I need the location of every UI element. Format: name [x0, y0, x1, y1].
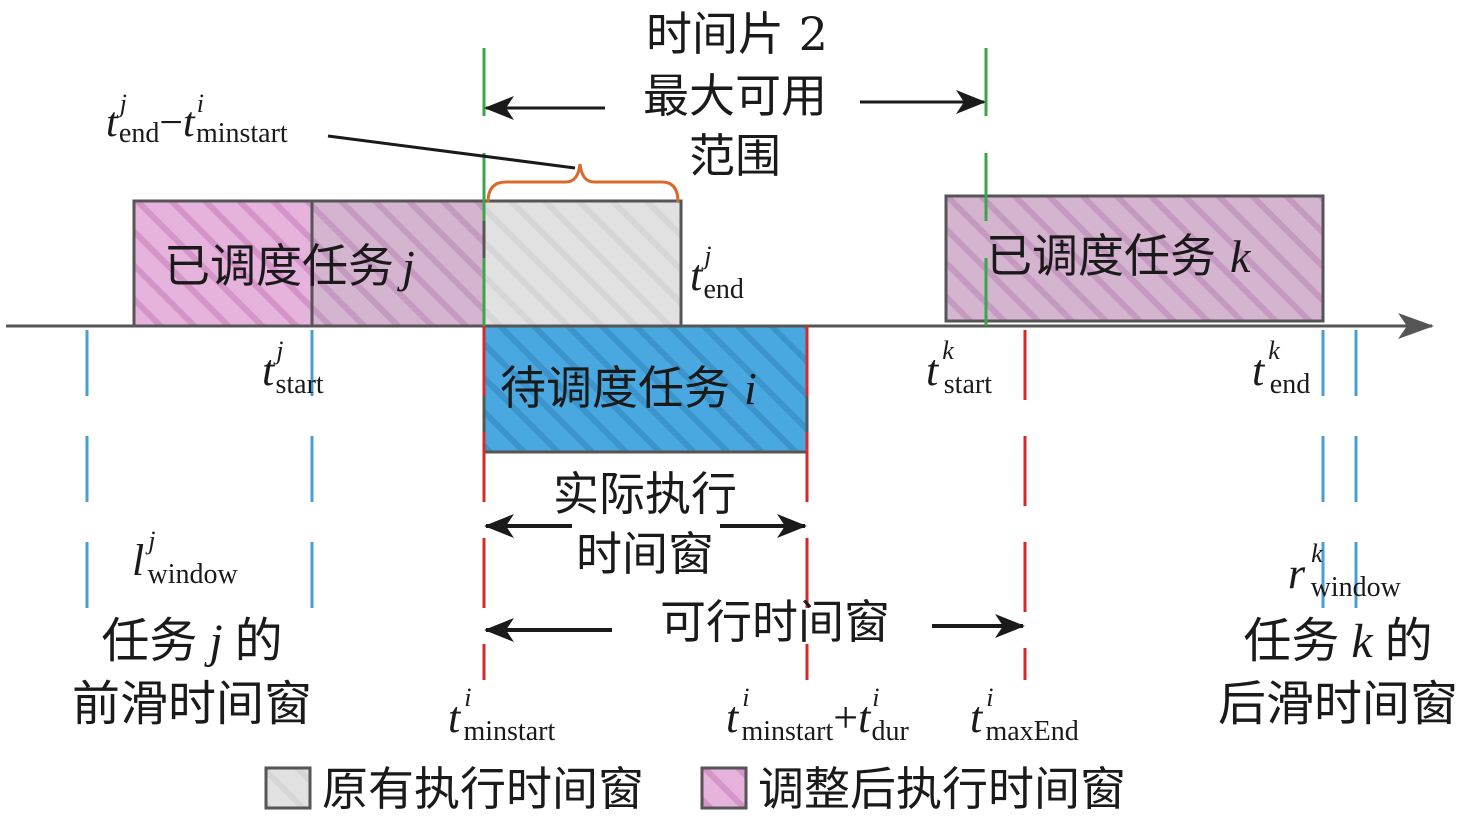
actual-execution-window: 实际执行 时间窗: [484, 467, 807, 581]
overlap-leader-line: [327, 134, 576, 170]
task-k-scheduled-box: [944, 194, 1325, 323]
overlap-brace: [486, 163, 680, 203]
title-line-1: 时间片 2: [646, 7, 828, 61]
legend: 原有执行时间窗 调整后执行时间窗: [264, 762, 1126, 816]
title-line-2: 最大可用: [643, 69, 827, 123]
original-window-box: [482, 199, 683, 328]
legend-label-adjusted: 调整后执行时间窗: [758, 762, 1126, 816]
task-j-scheduled-part: [310, 199, 486, 328]
title-line-3: 范围: [689, 129, 781, 183]
red-markers: [482, 326, 1027, 680]
task-j-adjusted-part: [132, 199, 314, 328]
actual-window-line-2: 时间窗: [576, 527, 714, 581]
legend-label-original: 原有执行时间窗: [322, 762, 644, 816]
legend-item-original: 原有执行时间窗: [264, 762, 644, 816]
legend-item-adjusted: 调整后执行时间窗: [700, 762, 1126, 816]
front-slide-line-2: 前滑时间窗: [72, 676, 312, 732]
legend-swatch-adjusted: [700, 766, 748, 810]
actual-window-line-1: 实际执行: [553, 467, 737, 521]
time-slot-title: 时间片 2 最大可用 范围: [484, 7, 986, 183]
task-j-original-box: [482, 199, 683, 328]
legend-swatch-original: [264, 766, 312, 810]
feasible-window-label: 可行时间窗: [660, 595, 890, 649]
back-slide-line-2: 后滑时间窗: [1218, 676, 1458, 732]
blue-markers: [85, 330, 1358, 610]
feasible-window: 可行时间窗: [484, 595, 1025, 649]
green-markers: [482, 48, 988, 330]
